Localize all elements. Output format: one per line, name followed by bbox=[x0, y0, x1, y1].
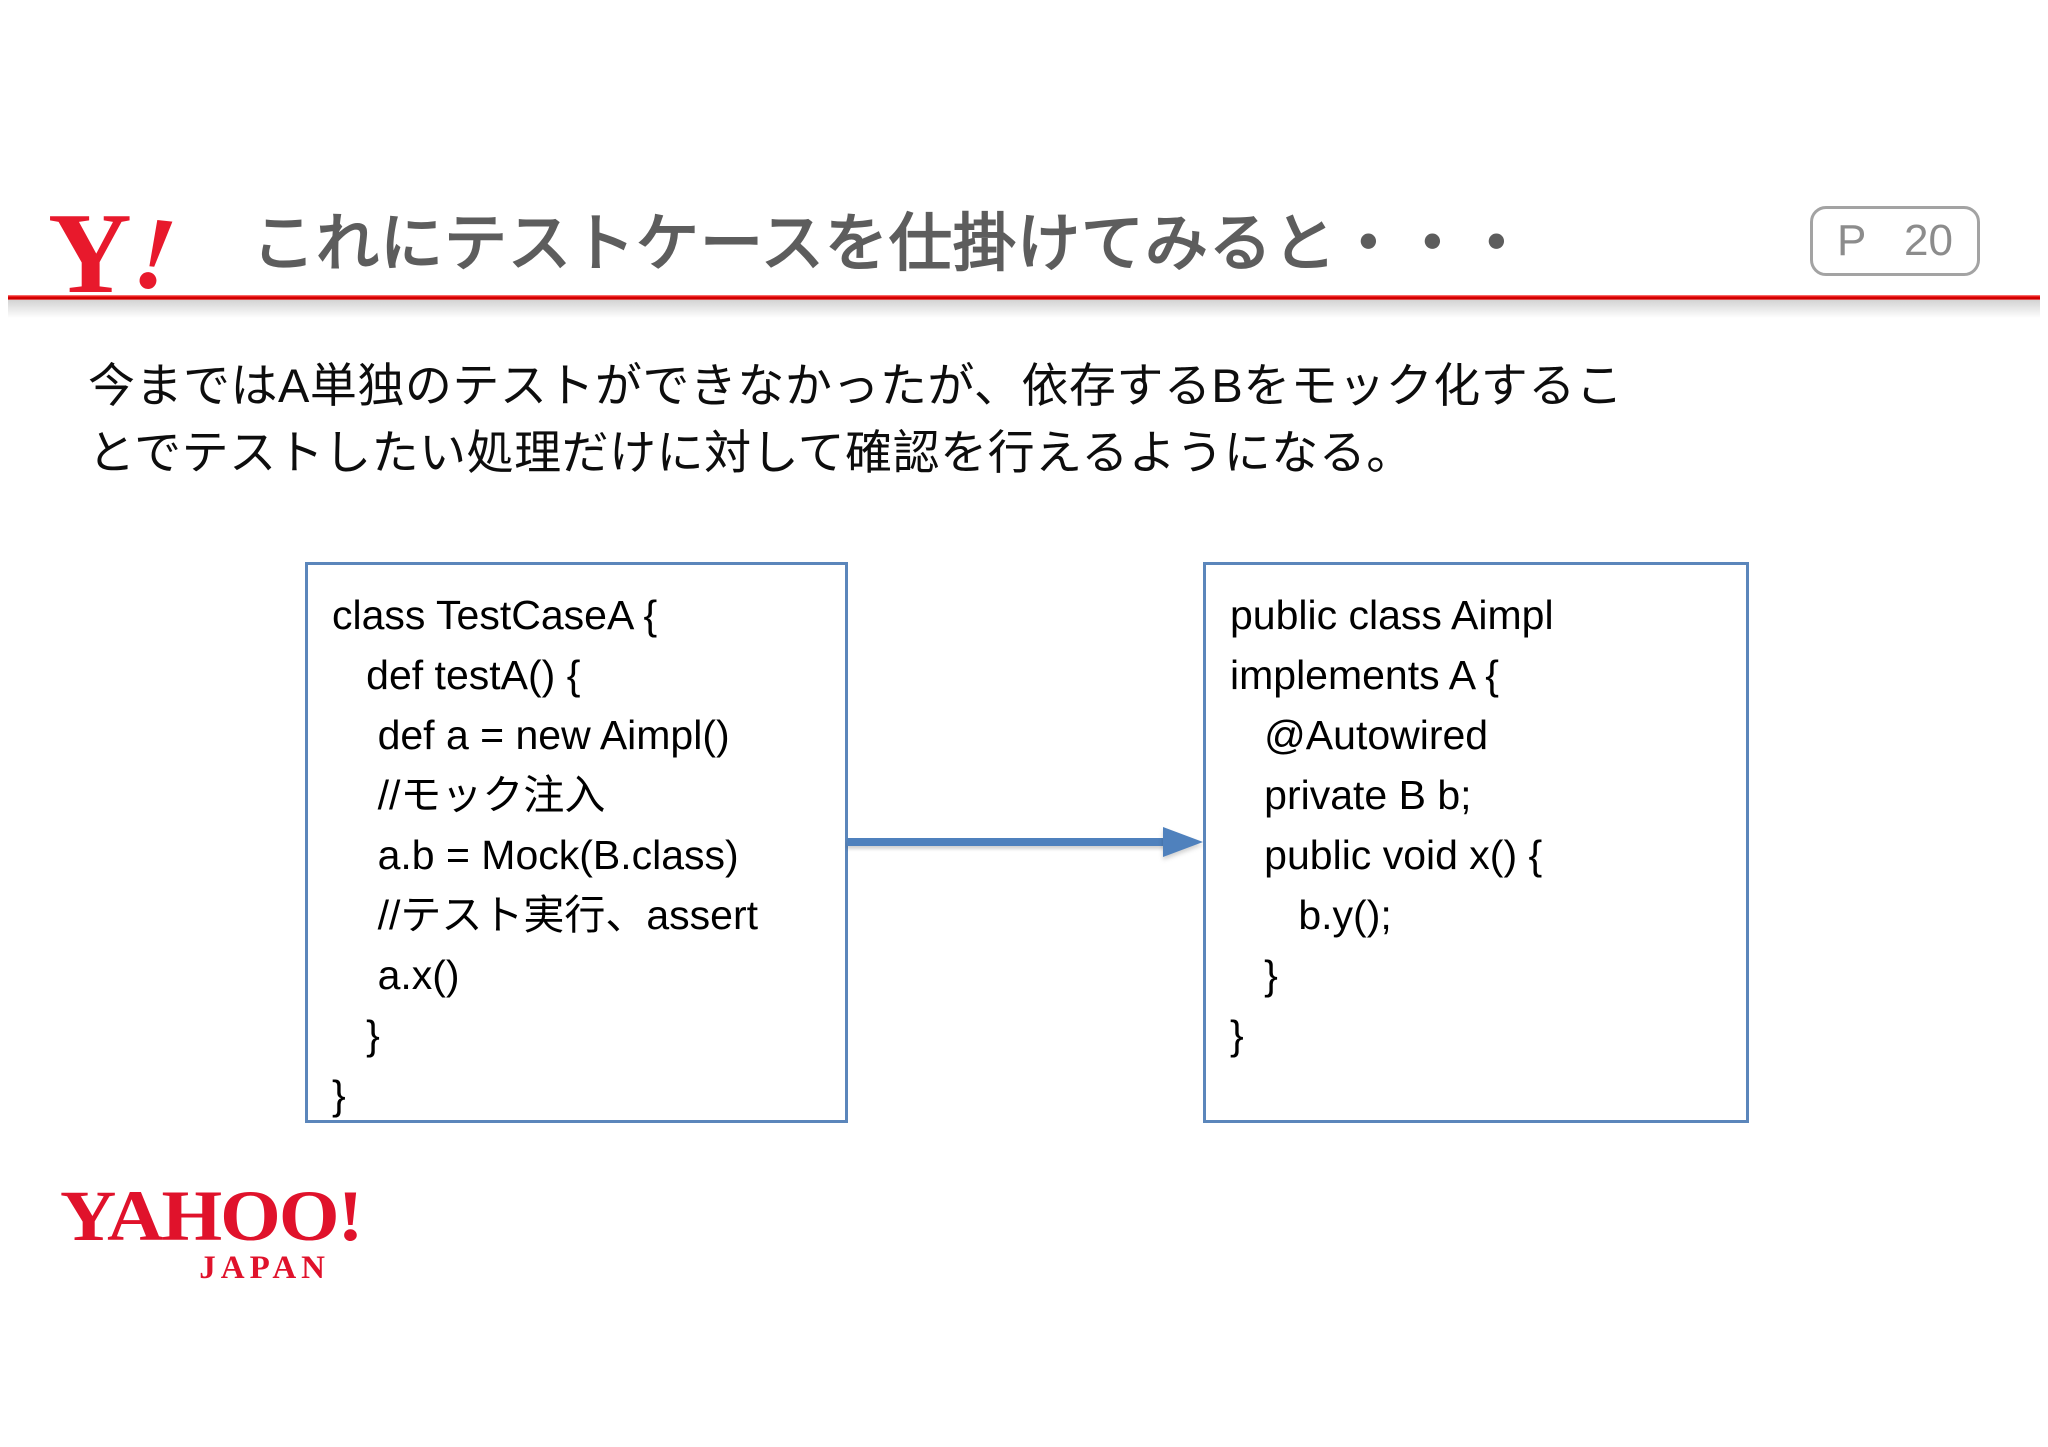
page-number: 20 bbox=[1904, 216, 1953, 265]
flow-arrow-icon bbox=[847, 827, 1203, 857]
code-line: } bbox=[332, 1012, 380, 1058]
yahoo-japan-logo: YAHOO! JAPAN bbox=[60, 1175, 364, 1286]
code-line: private B b; bbox=[1230, 772, 1472, 818]
code-line: implements A { bbox=[1230, 652, 1499, 698]
code-line: //テスト実行、assert bbox=[332, 892, 758, 938]
code-line: b.y(); bbox=[1230, 892, 1392, 938]
yahoo-y-logo-icon: Y! bbox=[48, 194, 181, 313]
lead-line-1: 今まではA単独のテストができなかったが、依存するBをモック化するこ bbox=[88, 359, 1624, 412]
code-line: def a = new Aimpl() bbox=[332, 712, 730, 758]
code-line: public class Aimpl bbox=[1230, 592, 1554, 638]
slide-title: これにテストケースを仕掛けてみると・・・ bbox=[252, 209, 1529, 279]
testcase-code-box: class TestCaseA { def testA() { def a = … bbox=[305, 562, 848, 1123]
code-line: //モック注入 bbox=[332, 772, 606, 818]
code-line: public void x() { bbox=[1230, 832, 1543, 878]
code-line: } bbox=[332, 1072, 346, 1118]
implementation-code-box: public class Aimpl implements A { @Autow… bbox=[1203, 562, 1749, 1123]
title-underline-shadow bbox=[8, 300, 2040, 318]
title-underline-rule bbox=[8, 295, 2040, 300]
code-line: a.x() bbox=[332, 952, 460, 998]
yahoo-y-letter: Y bbox=[48, 190, 132, 318]
yahoo-logo-japan-text: JAPAN bbox=[199, 1250, 330, 1286]
code-line: } bbox=[1230, 1012, 1244, 1058]
yahoo-exclamation: ! bbox=[128, 194, 181, 313]
code-line: a.b = Mock(B.class) bbox=[332, 832, 739, 878]
page-label: P bbox=[1837, 216, 1867, 265]
code-line: class TestCaseA { bbox=[332, 592, 658, 638]
page-number-box: P 20 bbox=[1810, 206, 1980, 276]
code-line: } bbox=[1230, 952, 1278, 998]
lead-paragraph: 今まではA単独のテストができなかったが、依存するBをモック化するこ とでテストし… bbox=[88, 352, 1623, 486]
code-line: @Autowired bbox=[1230, 712, 1489, 758]
code-line: def testA() { bbox=[332, 652, 581, 698]
arrow-head bbox=[1163, 827, 1203, 857]
lead-line-2: とでテストしたい処理だけに対して確認を行えるようになる。 bbox=[88, 426, 1414, 479]
arrow-shaft bbox=[847, 838, 1165, 846]
yahoo-logo-text: YAHOO! bbox=[60, 1175, 364, 1256]
